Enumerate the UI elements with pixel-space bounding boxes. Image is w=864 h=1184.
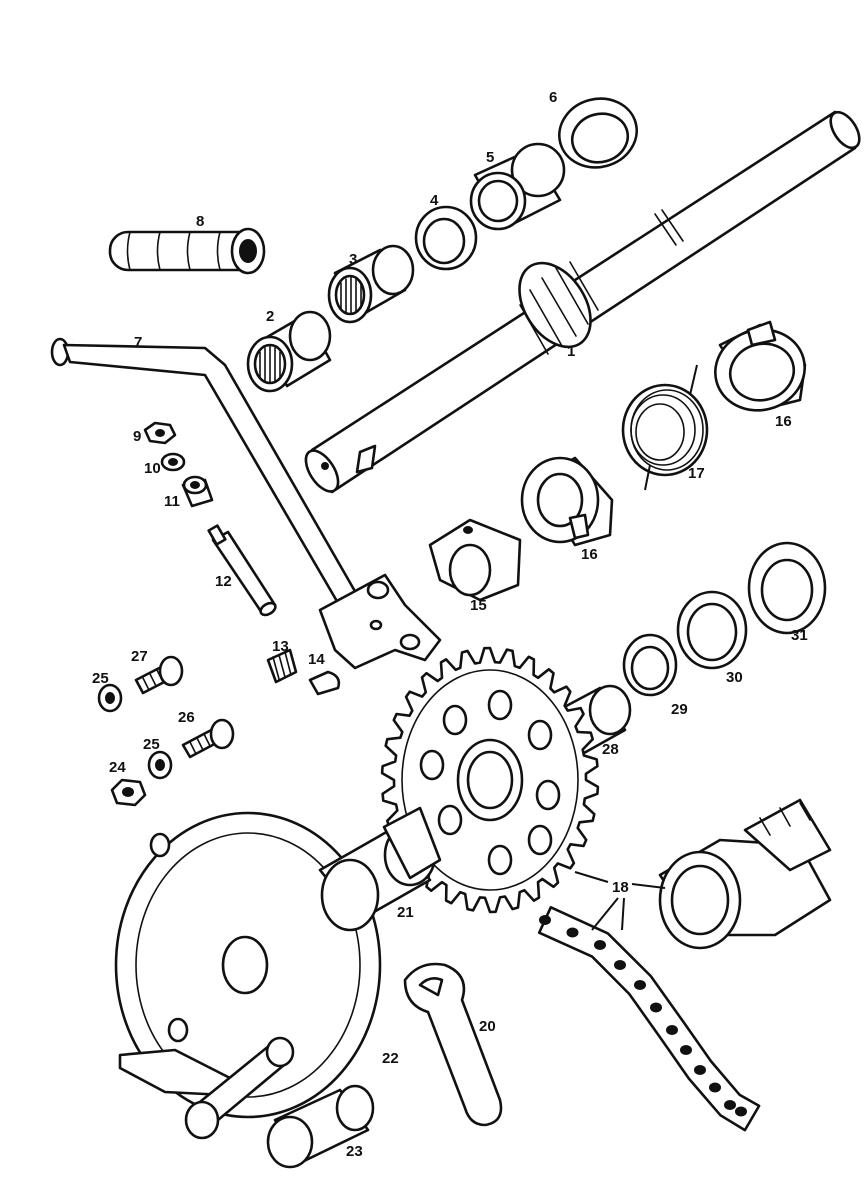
callout-6: 6	[549, 89, 557, 106]
callout-2: 2	[266, 308, 274, 325]
callout-25-upper: 25	[92, 670, 109, 687]
chain-roller	[680, 1045, 692, 1055]
callout-16-upper: 16	[775, 413, 792, 430]
part-24-nut	[110, 778, 147, 807]
chain-roller	[735, 1106, 747, 1117]
callout-20: 20	[479, 1018, 496, 1035]
part-16-ratchet-sleeve-upper	[714, 320, 807, 412]
chain-roller	[694, 1065, 706, 1075]
chain-roller	[724, 1100, 736, 1110]
leader-lines	[574, 871, 666, 931]
part-25-lock-washer-lower	[147, 750, 173, 780]
chain-roller	[594, 940, 606, 950]
part-26-bolt	[181, 718, 235, 759]
callout-7: 7	[134, 334, 142, 351]
part-7-kickstart-lever	[50, 337, 442, 670]
part-2-needle-bearing	[246, 310, 332, 393]
part-11-spacer	[181, 475, 214, 508]
callout-25-lower: 25	[143, 736, 160, 753]
part-15-ratchet	[428, 518, 522, 602]
part-6-bushing-ring	[558, 97, 638, 169]
chain-roller	[539, 915, 551, 925]
callout-10: 10	[144, 460, 161, 477]
callout-14: 14	[308, 651, 325, 668]
callout-21: 21	[397, 904, 414, 921]
chain-roller	[634, 980, 646, 990]
part-28-sprocket	[380, 646, 632, 914]
part-27-bolt	[134, 655, 184, 695]
part-20-wrench	[403, 962, 503, 1127]
part-1-kickstart-shaft	[304, 110, 861, 494]
part-21-gear-shaft	[318, 806, 442, 932]
chain-roller	[709, 1082, 721, 1093]
callout-15: 15	[470, 597, 487, 614]
callout-16-lower: 16	[581, 546, 598, 563]
callout-18: 18	[612, 879, 629, 896]
chain-roller	[666, 1025, 678, 1035]
callout-9: 9	[133, 428, 141, 445]
part-8-kick-rubber	[108, 227, 266, 275]
callout-8: 8	[196, 213, 204, 230]
part-12-pin	[207, 524, 277, 617]
part-5-bushing	[469, 142, 566, 231]
callout-12: 12	[215, 573, 232, 590]
callout-24: 24	[109, 759, 126, 776]
chain-roller	[566, 927, 579, 938]
callout-3: 3	[349, 251, 357, 268]
callout-4: 4	[430, 192, 439, 209]
callout-28: 28	[602, 741, 619, 758]
chain-roller	[614, 960, 626, 970]
callout-26: 26	[178, 709, 195, 726]
callout-30: 30	[726, 669, 743, 686]
part-3-needle-bearing	[327, 244, 415, 324]
part-25-lock-washer-upper	[97, 683, 123, 713]
part-9-nut	[143, 421, 177, 445]
part-17-return-spring	[621, 364, 709, 491]
part-4-thrust-ring	[414, 205, 478, 271]
part-31-washer	[747, 541, 827, 635]
callout-13: 13	[272, 638, 289, 655]
part-10-washer	[160, 452, 186, 472]
part-13-spring	[266, 648, 298, 684]
callout-labels: 1 2 3 4 5 6 7 8 9 10 11 12 13 14 15 16 1…	[92, 89, 808, 1160]
callout-5: 5	[486, 149, 494, 166]
callout-1: 1	[567, 343, 575, 360]
callout-31: 31	[791, 627, 808, 644]
chain-roller	[650, 1002, 662, 1013]
part-30-bearing-ring	[676, 590, 748, 670]
part-23-roller	[184, 1036, 375, 1169]
callout-22: 22	[382, 1050, 399, 1067]
callout-29: 29	[671, 701, 688, 718]
part-29-split-ring	[622, 633, 678, 697]
callout-11: 11	[164, 493, 180, 510]
callout-27: 27	[131, 648, 148, 665]
part-18-chain-drive	[537, 798, 832, 1132]
part-16-ratchet-sleeve-lower	[520, 456, 614, 547]
callout-17: 17	[688, 465, 705, 482]
callout-23: 23	[346, 1143, 363, 1160]
part-14-plunger	[308, 670, 341, 696]
